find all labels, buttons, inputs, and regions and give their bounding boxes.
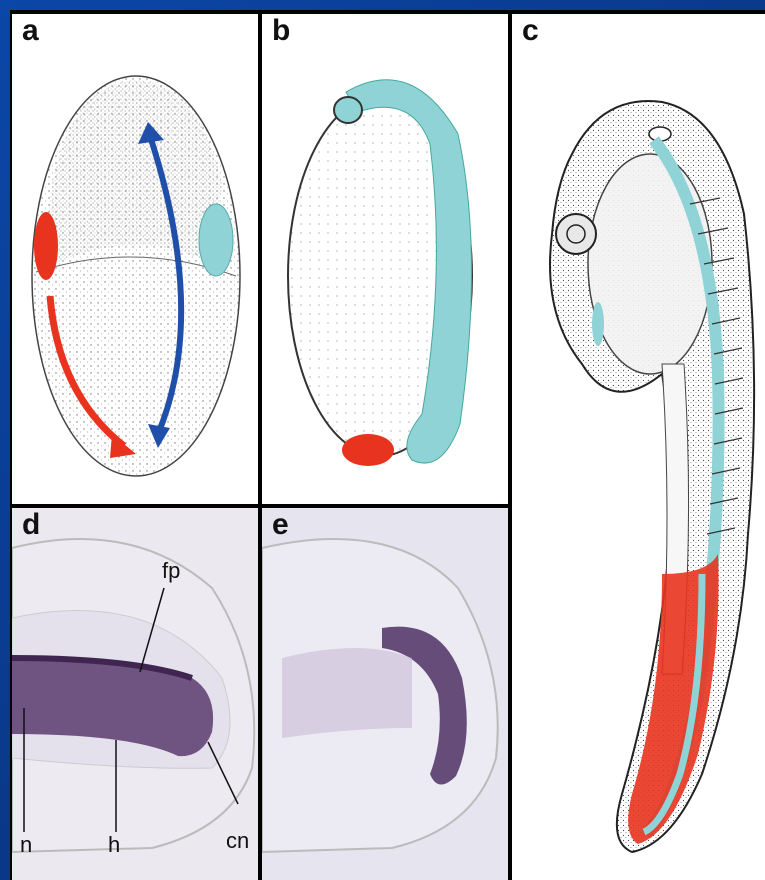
red-tail-domain: [342, 434, 394, 466]
yolk-sac: [588, 154, 712, 374]
eye: [556, 214, 596, 254]
faint-stain: [282, 648, 412, 738]
panel-d: d fp n h cn: [12, 508, 258, 880]
panel-b: b: [262, 14, 508, 504]
figure-frame: a b: [10, 10, 765, 880]
label-cn: cn: [226, 830, 249, 852]
panel-label-c: c: [522, 16, 539, 46]
panel-e: e: [262, 508, 508, 880]
late-gastrula-drawing: [262, 14, 508, 504]
larva-drawing: [512, 14, 765, 880]
panel-label-b: b: [272, 16, 290, 46]
in-situ-photo-d: [12, 508, 258, 880]
red-domain: [34, 212, 58, 280]
cyan-domain: [199, 204, 233, 276]
in-situ-photo-e: [262, 508, 508, 880]
panel-label-e: e: [272, 510, 289, 540]
blastoderm-cap: [42, 80, 222, 269]
cyan-pharyngeal-domain: [592, 302, 604, 346]
panel-label-a: a: [22, 16, 39, 46]
label-n: n: [20, 834, 32, 856]
label-h: h: [108, 834, 120, 856]
panel-a: a: [12, 14, 258, 504]
cyan-head-domain: [334, 97, 362, 123]
panel-c: c: [512, 14, 765, 880]
panel-label-d: d: [22, 510, 40, 540]
label-fp: fp: [162, 560, 180, 582]
gastrula-embryo-drawing: [12, 14, 258, 504]
